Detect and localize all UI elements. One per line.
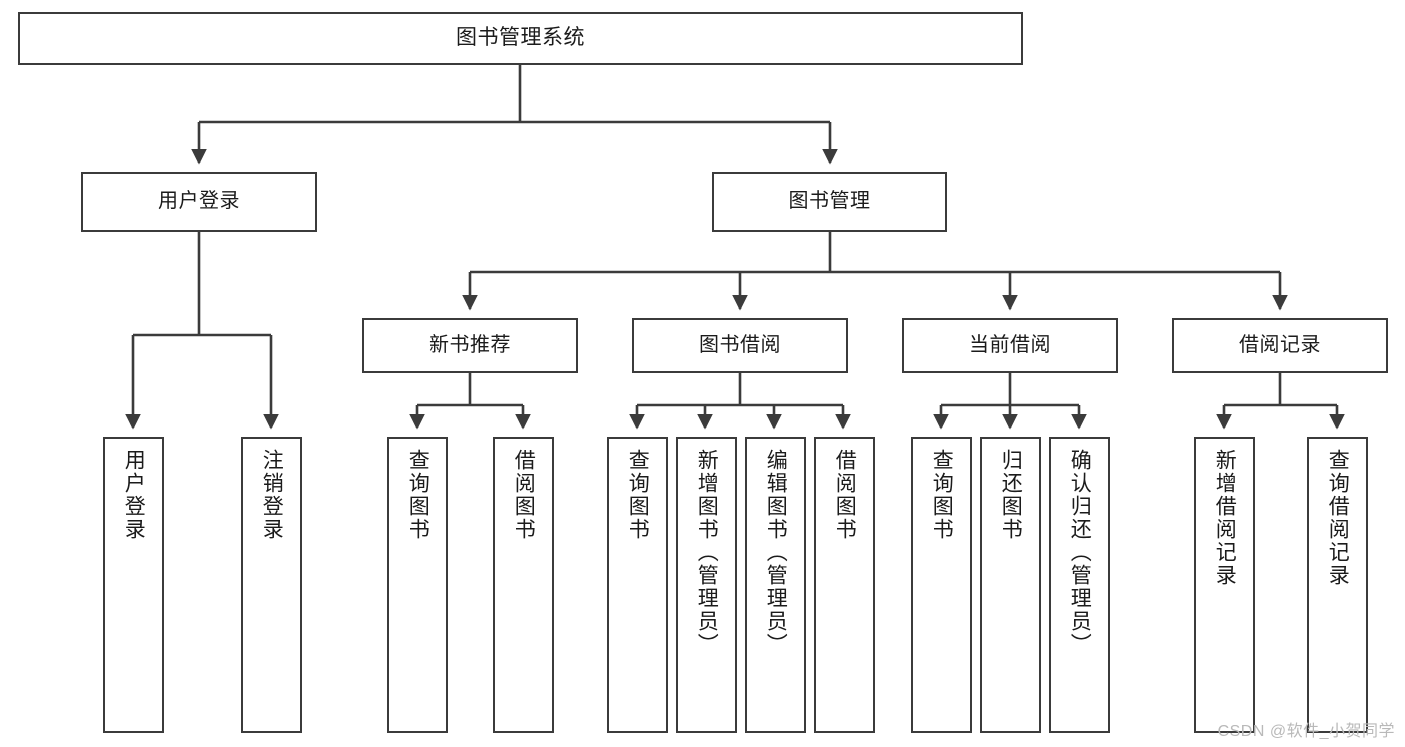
node-leaf-edit-book-admin[interactable]: 编辑图书（管理员） — [745, 437, 806, 733]
node-borrow-record[interactable]: 借阅记录 — [1172, 318, 1388, 373]
node-leaf-add-borrow-record[interactable]: 新增借阅记录 — [1194, 437, 1255, 733]
node-leaf-return-book[interactable]: 归还图书 — [980, 437, 1041, 733]
node-label: 图书管理 — [788, 190, 871, 213]
node-label: 新增借阅记录 — [1213, 449, 1237, 587]
node-label: 查询借阅记录 — [1326, 449, 1350, 587]
node-current-borrow[interactable]: 当前借阅 — [902, 318, 1118, 373]
node-leaf-query-book-borrow[interactable]: 查询图书 — [607, 437, 668, 733]
node-label: 用户登录 — [122, 449, 146, 541]
node-label: 查询图书 — [406, 449, 430, 541]
node-leaf-query-book-current[interactable]: 查询图书 — [911, 437, 972, 733]
node-label: 图书借阅 — [699, 333, 781, 356]
node-label: 查询图书 — [626, 449, 650, 541]
node-book-borrow[interactable]: 图书借阅 — [632, 318, 848, 373]
node-label: 用户登录 — [158, 190, 240, 213]
node-leaf-logout[interactable]: 注销登录 — [241, 437, 302, 733]
node-label: 归还图书 — [999, 449, 1023, 541]
node-label: 借阅记录 — [1239, 333, 1321, 356]
node-leaf-borrow-book-recommend[interactable]: 借阅图书 — [493, 437, 554, 733]
node-label: 新增图书（管理员） — [695, 449, 719, 656]
node-leaf-confirm-return-admin[interactable]: 确认归还（管理员） — [1049, 437, 1110, 733]
node-label: 借阅图书 — [512, 449, 536, 541]
node-label: 图书管理系统 — [456, 26, 585, 50]
node-book-management[interactable]: 图书管理 — [712, 172, 947, 232]
node-label: 新书推荐 — [429, 333, 511, 356]
node-leaf-borrow-book[interactable]: 借阅图书 — [814, 437, 875, 733]
node-new-book-recommend[interactable]: 新书推荐 — [362, 318, 578, 373]
node-label: 注销登录 — [260, 449, 284, 541]
node-root-book-management-system[interactable]: 图书管理系统 — [18, 12, 1023, 65]
node-label: 编辑图书（管理员） — [764, 449, 788, 656]
node-leaf-user-login[interactable]: 用户登录 — [103, 437, 164, 733]
node-label: 当前借阅 — [969, 333, 1051, 356]
node-label: 借阅图书 — [833, 449, 857, 541]
node-label: 查询图书 — [930, 449, 954, 541]
node-leaf-add-book-admin[interactable]: 新增图书（管理员） — [676, 437, 737, 733]
node-leaf-query-book-recommend[interactable]: 查询图书 — [387, 437, 448, 733]
csdn-watermark: CSDN @软件_小贺同学 — [1217, 723, 1395, 740]
node-label: 确认归还（管理员） — [1068, 449, 1092, 656]
node-user-login[interactable]: 用户登录 — [81, 172, 317, 232]
node-leaf-query-borrow-record[interactable]: 查询借阅记录 — [1307, 437, 1368, 733]
